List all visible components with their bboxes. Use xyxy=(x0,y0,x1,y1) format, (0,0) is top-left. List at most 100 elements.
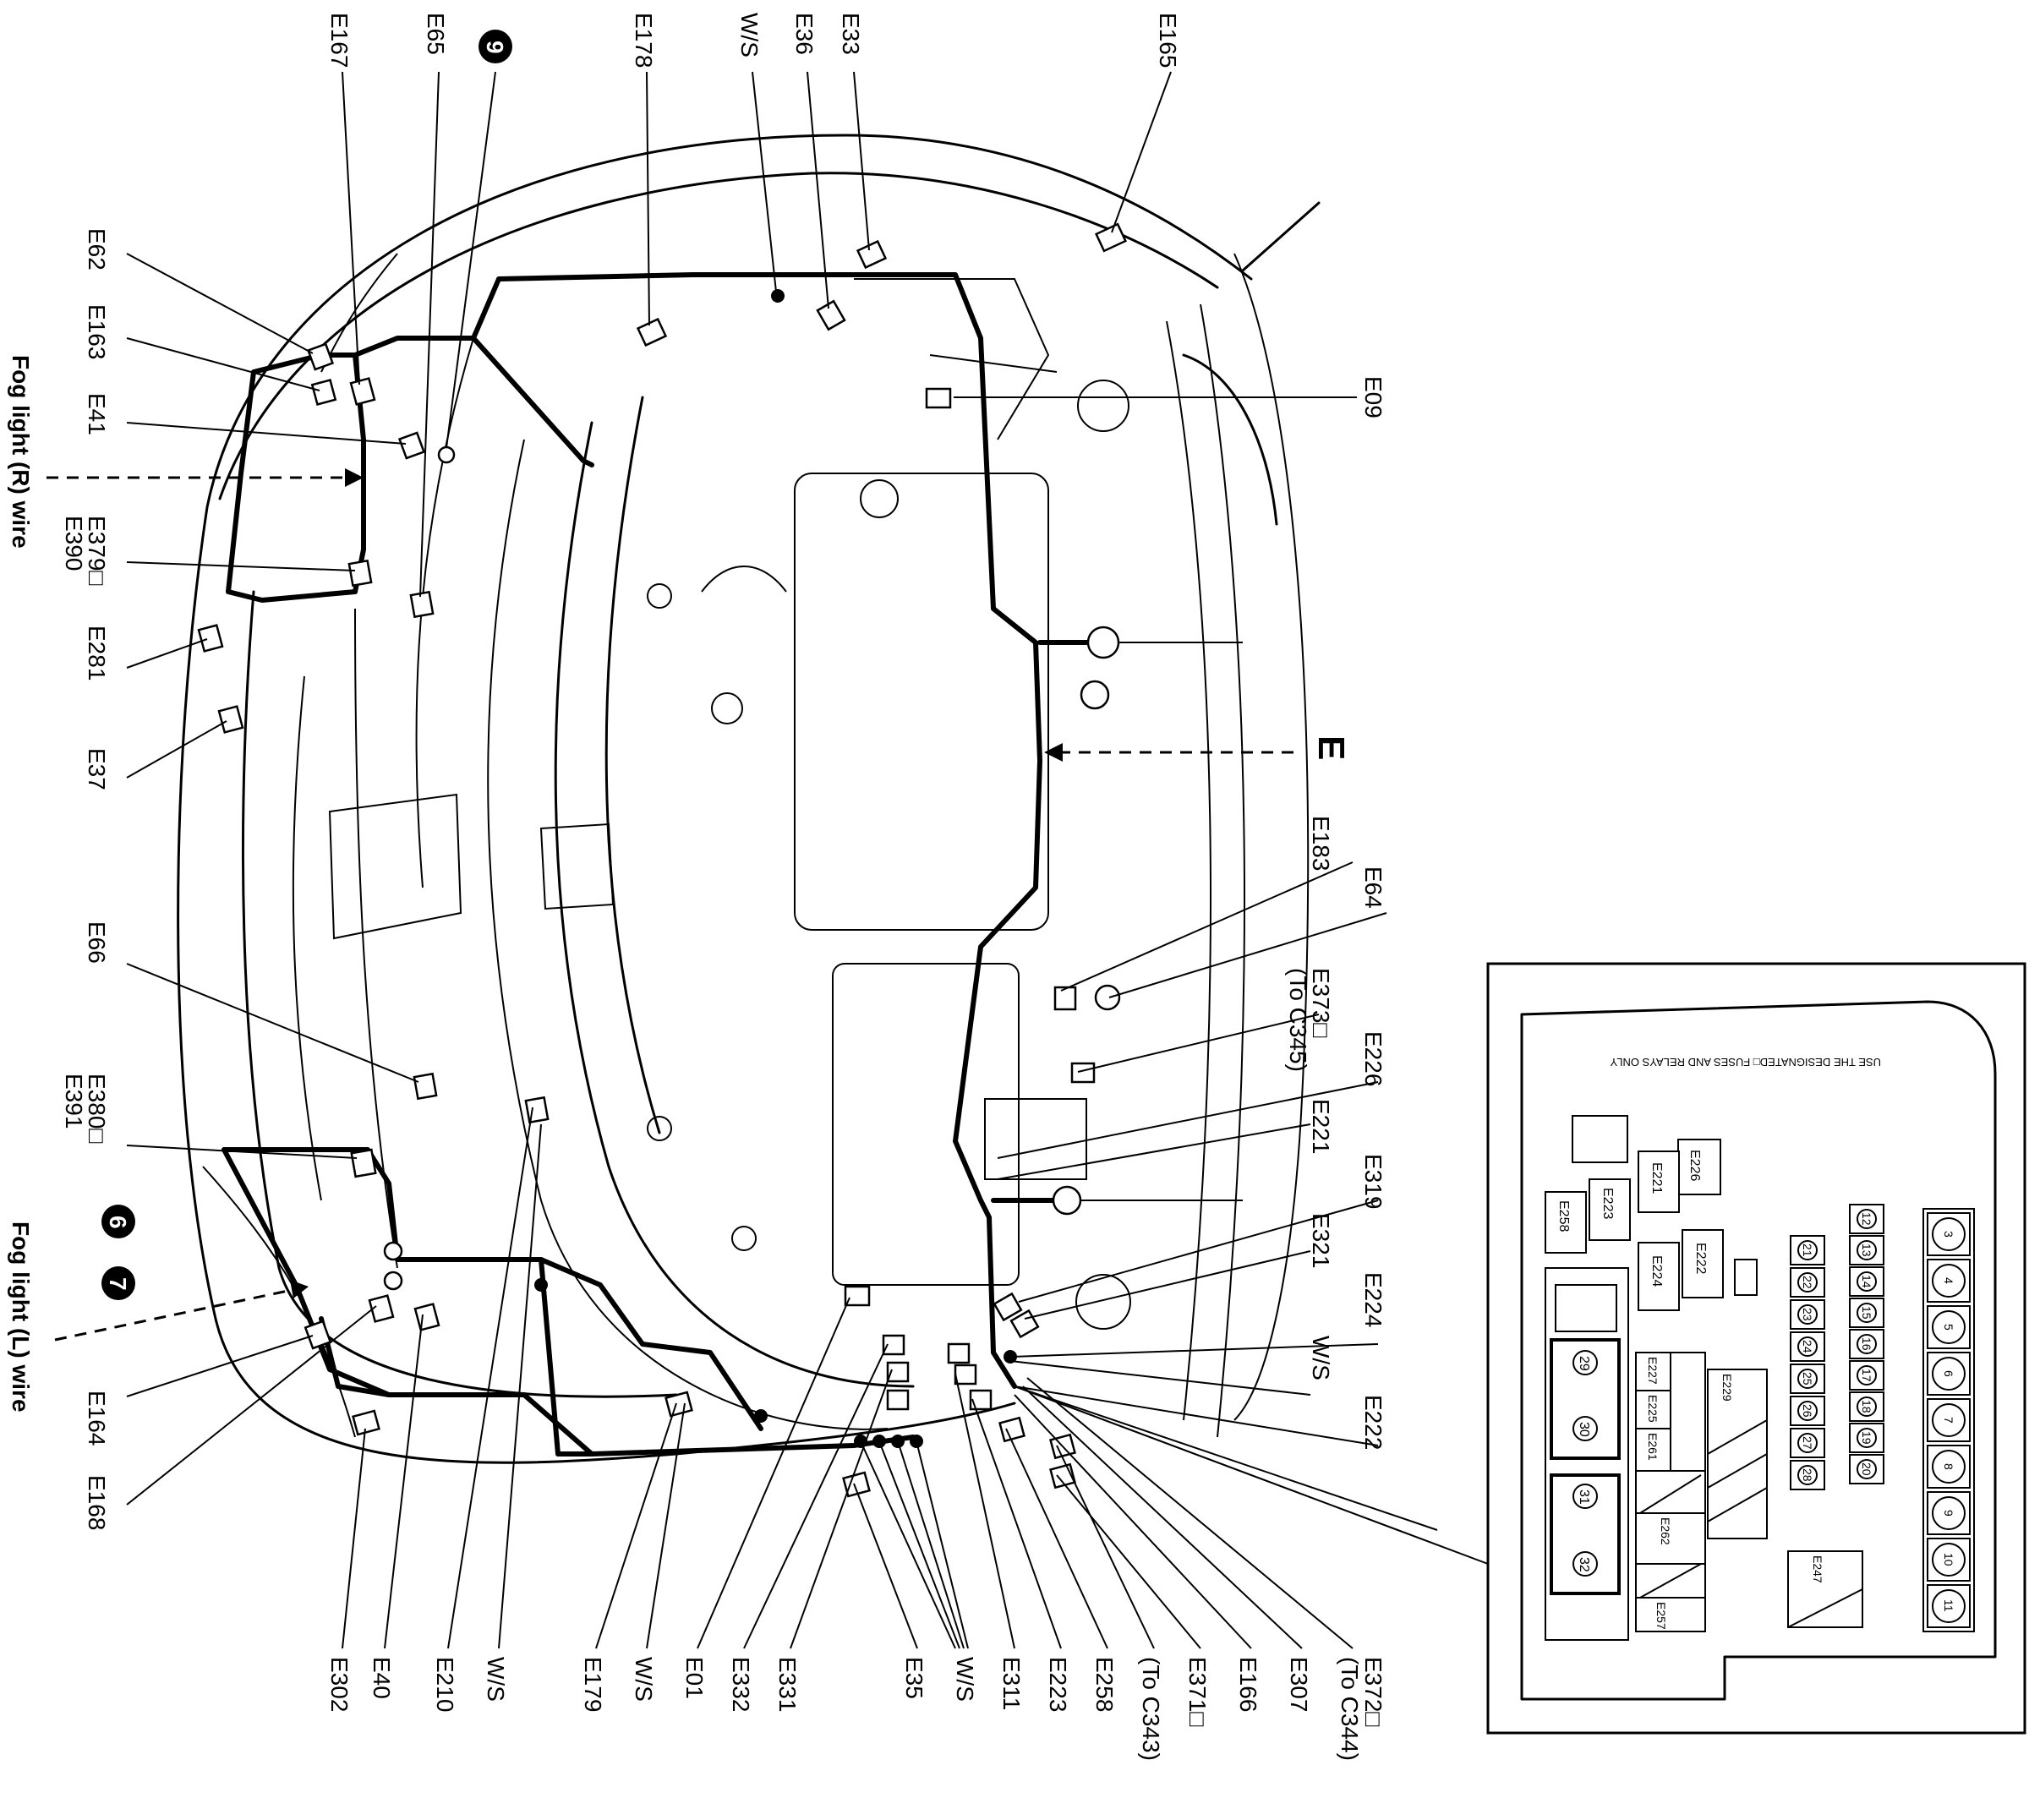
label-ws-b1: W/S xyxy=(483,1657,509,1702)
fuse-number: 8 xyxy=(1942,1463,1955,1470)
fog-light-r-label: Fog light (R) wire xyxy=(8,355,34,549)
label-e163: E163 xyxy=(84,304,110,359)
label-e302: E302 xyxy=(326,1657,353,1712)
fuse-number: 19 xyxy=(1860,1431,1873,1445)
label-e224: E224 xyxy=(1360,1272,1386,1327)
fuse-marker xyxy=(1932,1543,1966,1577)
fuse-box-notice: USE THE DESIGNATED□ FUSES AND RELAYS ONL… xyxy=(1610,1056,1881,1068)
fuse-marker xyxy=(1857,1459,1877,1479)
fuse-number: 18 xyxy=(1860,1400,1873,1413)
label-e372: E372□ xyxy=(1360,1657,1386,1726)
fuse-marker xyxy=(1932,1589,1966,1623)
fuse-number: 21 xyxy=(1801,1243,1814,1257)
label-ws-b3: W/S xyxy=(952,1657,978,1702)
label-ws-right: W/S xyxy=(1308,1336,1334,1380)
fuse-marker xyxy=(1932,1264,1966,1298)
relay-e262: E262 xyxy=(1659,1517,1672,1545)
label-e371: E371□ xyxy=(1184,1657,1211,1726)
fuse-marker xyxy=(1932,1496,1966,1530)
circle-9: 9 xyxy=(482,41,508,54)
label-e331: E331 xyxy=(774,1657,801,1712)
fuse-number: 27 xyxy=(1801,1436,1814,1450)
fuse-columns: 3456789101112131415161718192021222324252… xyxy=(1790,1204,1975,1632)
right-labels: E09 E E183 E64 E373□ (To C345) E226 E221… xyxy=(1285,376,1386,1450)
label-to-c344: (To C344) xyxy=(1337,1657,1363,1761)
label-e258: E258 xyxy=(1091,1657,1118,1712)
label-e01: E01 xyxy=(681,1657,708,1699)
label-ws-top: W/S xyxy=(736,13,763,57)
fuse-number: 10 xyxy=(1942,1553,1955,1566)
label-e35: E35 xyxy=(901,1657,927,1699)
label-to-c345: (To C345) xyxy=(1285,968,1311,1072)
relay-e224: E224 xyxy=(1649,1255,1664,1287)
fuse-29: 29 xyxy=(1577,1356,1591,1371)
label-e65: E65 xyxy=(423,13,449,55)
fuse-number: 11 xyxy=(1942,1599,1955,1612)
label-e183: E183 xyxy=(1308,816,1334,871)
label-e37: E37 xyxy=(84,748,110,790)
label-e64: E64 xyxy=(1360,866,1386,909)
bottom-labels: E302 E40 E210 W/S E179 W/S E01 E332 E331… xyxy=(326,1657,1386,1761)
label-e311: E311 xyxy=(998,1657,1025,1710)
label-e319: E319 xyxy=(1360,1154,1386,1209)
fuse-number: 6 xyxy=(1942,1370,1955,1377)
label-e168: E168 xyxy=(84,1475,110,1530)
label-e179: E179 xyxy=(580,1657,606,1712)
fuse-number: 22 xyxy=(1801,1276,1814,1289)
vehicle-body-outline xyxy=(177,134,1321,1464)
fuse-number: 7 xyxy=(1942,1417,1955,1424)
fuse-number: 23 xyxy=(1801,1308,1814,1321)
leader-lines xyxy=(126,71,1489,1649)
label-e281: E281 xyxy=(84,626,110,680)
fuse-marker xyxy=(1857,1240,1877,1260)
fuse-marker xyxy=(1857,1428,1877,1448)
label-e223: E223 xyxy=(1045,1657,1071,1712)
fuse-number: 4 xyxy=(1942,1277,1955,1284)
fuse-number: 15 xyxy=(1860,1306,1873,1320)
view-e-label: E xyxy=(1310,735,1352,760)
relay-e222: E222 xyxy=(1693,1243,1708,1274)
label-e391: E391 xyxy=(61,1074,87,1129)
label-e62: E62 xyxy=(84,228,110,271)
fuse-number: 16 xyxy=(1860,1337,1873,1351)
fuse-marker xyxy=(1797,1401,1818,1421)
relay-e227: E227 xyxy=(1646,1357,1660,1385)
fuse-marker xyxy=(1932,1310,1966,1344)
fuse-number: 12 xyxy=(1860,1212,1873,1226)
fog-light-l-label: Fog light (L) wire xyxy=(8,1222,34,1413)
fuse-number: 20 xyxy=(1860,1462,1873,1476)
fuse-marker xyxy=(1797,1240,1818,1260)
label-e307: E307 xyxy=(1286,1657,1312,1712)
label-e379: E379□ xyxy=(84,516,110,585)
relay-e247: E247 xyxy=(1811,1555,1824,1583)
label-e373: E373□ xyxy=(1308,968,1334,1037)
label-to-c343: (To C343) xyxy=(1138,1657,1164,1761)
label-e41: E41 xyxy=(84,393,110,435)
fuse-marker xyxy=(1797,1369,1818,1389)
relay-e257: E257 xyxy=(1654,1602,1668,1630)
label-e09: E09 xyxy=(1360,376,1386,418)
fuse-number: 5 xyxy=(1942,1324,1955,1331)
left-labels: E62 E163 E41 E379□ E390 E281 E37 Fog lig… xyxy=(8,228,135,1530)
relay-e223: E223 xyxy=(1600,1188,1615,1219)
label-ws-b2: W/S xyxy=(631,1657,657,1702)
fuse-marker xyxy=(1932,1217,1966,1251)
fuse-number: 28 xyxy=(1801,1468,1814,1482)
fuse-marker xyxy=(1797,1272,1818,1293)
relay-e229: E229 xyxy=(1720,1374,1734,1402)
fuse-number: 13 xyxy=(1860,1243,1873,1257)
fuse-marker xyxy=(1857,1271,1877,1292)
fuse-marker xyxy=(1797,1304,1818,1325)
fuse-number: 25 xyxy=(1801,1372,1814,1385)
relay-e221: E221 xyxy=(1649,1162,1664,1194)
label-e332: E332 xyxy=(728,1657,754,1712)
fuse-number: 26 xyxy=(1801,1404,1814,1418)
fuse-marker xyxy=(1857,1396,1877,1417)
fuse-marker xyxy=(1857,1365,1877,1385)
label-e221: E221 xyxy=(1308,1099,1334,1154)
fuse-marker xyxy=(1797,1465,1818,1485)
circle-7: 7 xyxy=(105,1277,131,1291)
callout-arrows xyxy=(46,468,1293,1342)
label-e222: E222 xyxy=(1360,1395,1386,1450)
